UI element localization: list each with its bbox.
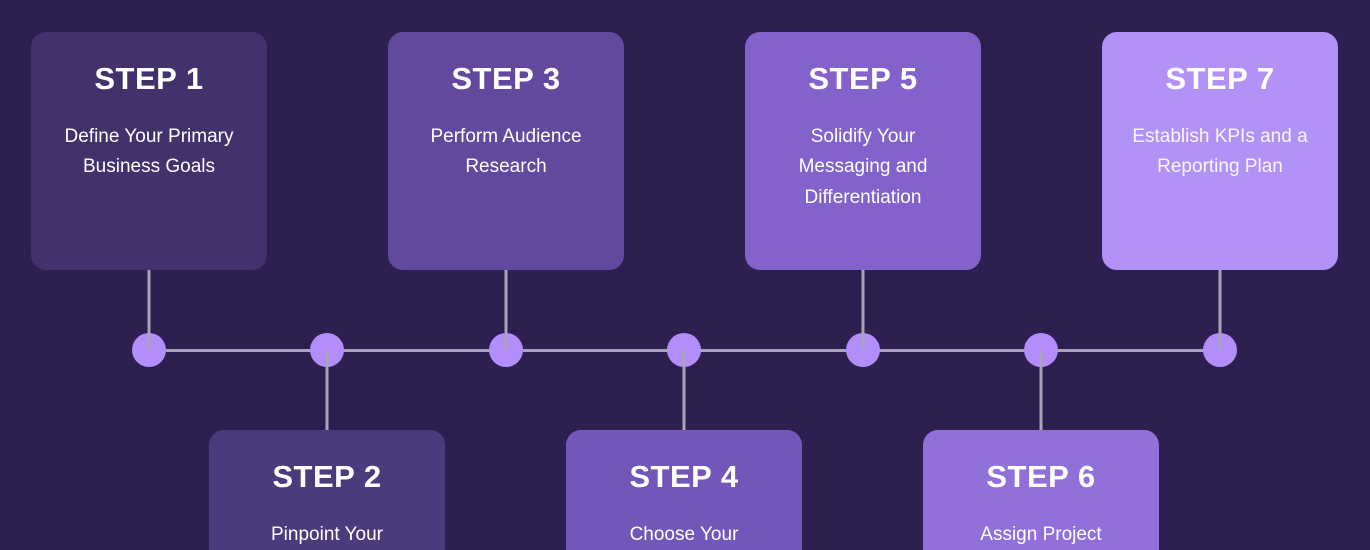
- step-card-description: Perform Audience Research: [430, 126, 582, 178]
- connector-stem-step-3: [504, 270, 508, 350]
- step-card-title: STEP 6: [986, 459, 1096, 494]
- step-card-description: Pinpoint Your: [271, 524, 383, 546]
- step-card-title: STEP 7: [1165, 61, 1275, 96]
- connector-stem-step-2: [325, 350, 329, 430]
- connector-stem-step-6: [1039, 350, 1043, 430]
- step-card-4[interactable]: STEP 4 Choose Your: [566, 430, 802, 550]
- step-card-1[interactable]: STEP 1 Define Your Primary Business Goals: [31, 32, 267, 270]
- step-card-2[interactable]: STEP 2 Pinpoint Your: [209, 430, 445, 550]
- step-card-title: STEP 2: [272, 459, 382, 494]
- step-card-title: STEP 5: [808, 61, 918, 96]
- step-card-description: Define Your Primary Business Goals: [64, 126, 234, 178]
- connector-stem-step-4: [682, 350, 686, 430]
- step-card-description: Solidify Your Messaging and Differentiat…: [798, 126, 928, 208]
- step-card-title: STEP 4: [629, 459, 739, 494]
- step-card-description: Choose Your: [629, 524, 739, 546]
- step-card-title: STEP 3: [451, 61, 561, 96]
- step-card-title: STEP 1: [94, 61, 204, 96]
- step-card-5[interactable]: STEP 5 Solidify Your Messaging and Differ…: [745, 32, 981, 270]
- connector-stem-step-1: [147, 270, 151, 350]
- step-card-description: Establish KPIs and a Reporting Plan: [1132, 126, 1308, 178]
- connector-stem-step-5: [861, 270, 865, 350]
- step-card-3[interactable]: STEP 3 Perform Audience Research: [388, 32, 624, 270]
- connector-stem-step-7: [1218, 270, 1222, 350]
- step-card-7[interactable]: STEP 7 Establish KPIs and a Reporting Pla…: [1102, 32, 1338, 270]
- step-card-6[interactable]: STEP 6 Assign Project: [923, 430, 1159, 550]
- step-card-description: Assign Project: [980, 524, 1102, 546]
